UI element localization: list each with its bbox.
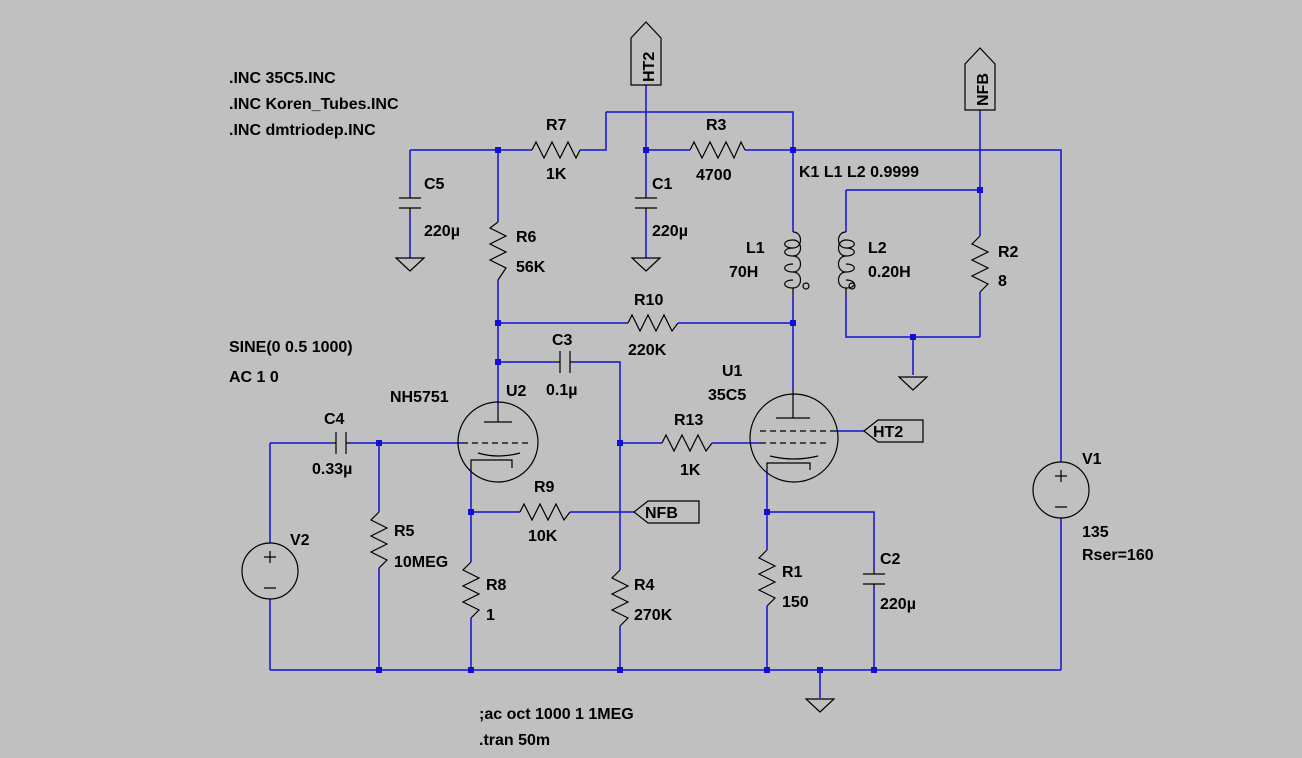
- resistor-r6[interactable]: [488, 221, 508, 281]
- net-label-nfb-feedback-text: NFB: [645, 505, 678, 522]
- ground-symbol: [394, 257, 426, 272]
- ground-symbol: [804, 698, 836, 713]
- v1-rser: Rser=160: [1082, 547, 1154, 564]
- c4-name: C4: [324, 411, 345, 428]
- ac-analysis-command[interactable]: ;ac oct 1000 1 1MEG: [479, 706, 634, 723]
- inductor-l1[interactable]: [784, 231, 810, 296]
- resistor-r5[interactable]: [369, 511, 389, 569]
- r3-name: R3: [706, 117, 727, 134]
- l1-name: L1: [746, 240, 765, 257]
- r2-value: 8: [998, 273, 1007, 290]
- capacitor-c4[interactable]: [332, 432, 350, 454]
- r9-value: 10K: [528, 528, 558, 545]
- resistor-r9[interactable]: [519, 502, 571, 522]
- u1-model: 35C5: [708, 387, 746, 404]
- r4-name: R4: [634, 577, 655, 594]
- r1-value: 150: [782, 594, 809, 611]
- net-label-nfb-top[interactable]: NFB: [964, 47, 996, 111]
- capacitor-c3[interactable]: [556, 351, 574, 373]
- v1-name: V1: [1082, 451, 1102, 468]
- include-directive[interactable]: .INC Koren_Tubes.INC: [229, 96, 399, 113]
- resistor-r10[interactable]: [627, 313, 679, 333]
- v1-value: 135: [1082, 524, 1109, 541]
- r10-value: 220K: [628, 342, 667, 359]
- resistor-r1[interactable]: [757, 549, 777, 607]
- c4-value: 0.33µ: [312, 461, 352, 478]
- net-label-ht2-top-text: HT2: [641, 52, 658, 82]
- r10-name: R10: [634, 292, 663, 309]
- source-ac-spec[interactable]: AC 1 0: [229, 369, 279, 386]
- c3-name: C3: [552, 332, 573, 349]
- r4-value: 270K: [634, 607, 673, 624]
- capacitor-c2[interactable]: [863, 570, 885, 588]
- u1-name: U1: [722, 363, 743, 380]
- r5-name: R5: [394, 523, 415, 540]
- tube-u2[interactable]: [457, 401, 539, 483]
- r2-name: R2: [998, 244, 1019, 261]
- u2-model: NH5751: [390, 389, 449, 406]
- spice-directives: .INC 35C5.INC .INC Koren_Tubes.INC .INC …: [229, 70, 919, 749]
- net-label-nfb-top-text: NFB: [975, 73, 992, 106]
- voltage-source-v1[interactable]: [1032, 461, 1090, 519]
- u2-name: U2: [506, 383, 527, 400]
- resistor-r2[interactable]: [970, 235, 990, 293]
- r9-name: R9: [534, 479, 555, 496]
- r13-value: 1K: [680, 462, 701, 479]
- l2-value: 0.20H: [868, 264, 911, 281]
- resistor-r13[interactable]: [661, 433, 713, 453]
- r6-value: 56K: [516, 259, 546, 276]
- junctions: [376, 147, 983, 673]
- net-label-ht2-grid[interactable]: HT2: [863, 419, 924, 443]
- tran-analysis-command[interactable]: .tran 50m: [479, 732, 550, 749]
- c1-value: 220µ: [652, 223, 688, 240]
- net-label-nfb-feedback[interactable]: NFB: [633, 500, 700, 524]
- r8-name: R8: [486, 577, 507, 594]
- r8-value: 1: [486, 607, 495, 624]
- v2-name: V2: [290, 532, 310, 549]
- l2-name: L2: [868, 240, 887, 257]
- include-directive[interactable]: .INC 35C5.INC: [229, 70, 336, 87]
- c5-name: C5: [424, 176, 445, 193]
- source-sine-spec[interactable]: SINE(0 0.5 1000): [229, 339, 353, 356]
- inductor-l2[interactable]: [837, 231, 856, 296]
- r6-name: R6: [516, 229, 537, 246]
- resistor-r8[interactable]: [461, 561, 481, 619]
- r3-value: 4700: [696, 167, 732, 184]
- ground-symbol: [630, 257, 662, 272]
- r7-value: 1K: [546, 166, 567, 183]
- capacitor-c5[interactable]: [399, 195, 421, 213]
- include-directive[interactable]: .INC dmtriodep.INC: [229, 122, 376, 139]
- component-labels: R7 1K R3 4700 C5 220µ C1 220µ R6 56K L1 …: [290, 117, 1154, 624]
- c1-name: C1: [652, 176, 673, 193]
- ground-symbol: [897, 376, 929, 391]
- resistor-r7[interactable]: [531, 140, 581, 160]
- tube-u1[interactable]: [749, 390, 839, 483]
- resistor-r3[interactable]: [689, 140, 746, 160]
- wires: [269, 85, 1062, 698]
- resistor-r4[interactable]: [610, 569, 630, 627]
- r5-value: 10MEG: [394, 554, 448, 571]
- net-label-ht2-top[interactable]: HT2: [630, 21, 662, 86]
- c5-value: 220µ: [424, 223, 460, 240]
- c2-value: 220µ: [880, 596, 916, 613]
- capacitor-c1[interactable]: [635, 195, 657, 213]
- r13-name: R13: [674, 412, 703, 429]
- l1-value: 70H: [729, 264, 758, 281]
- r7-name: R7: [546, 117, 567, 134]
- coupling-directive[interactable]: K1 L1 L2 0.9999: [799, 164, 919, 181]
- c3-value: 0.1µ: [546, 382, 577, 399]
- voltage-source-v2[interactable]: [241, 542, 299, 600]
- r1-name: R1: [782, 564, 803, 581]
- net-label-ht2-grid-text: HT2: [873, 424, 903, 441]
- c2-name: C2: [880, 551, 901, 568]
